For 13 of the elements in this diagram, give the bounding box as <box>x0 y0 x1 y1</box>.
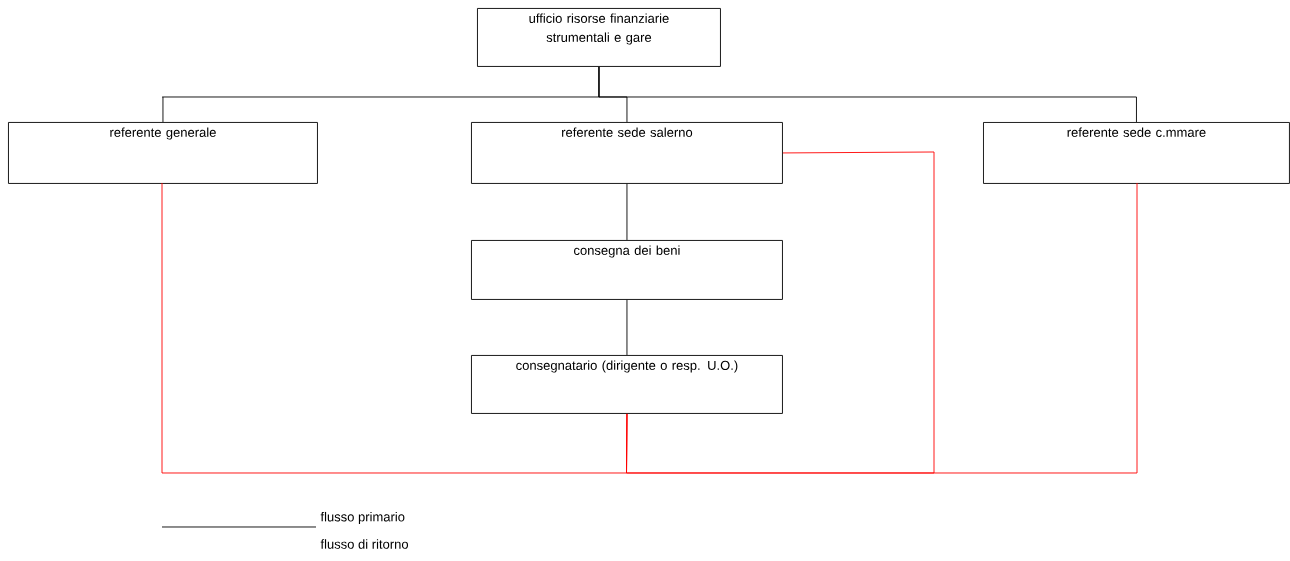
process-box: referente sede c.mmare <box>983 122 1290 184</box>
connector-line <box>161 182 628 474</box>
connector-line <box>626 182 1138 474</box>
connector-line <box>626 183 628 241</box>
connector-line <box>598 66 1137 123</box>
connector-line <box>626 299 628 356</box>
process-box: referente sede salerno <box>471 122 783 184</box>
legend-text: flusso primario <box>320 511 405 525</box>
process-box: consegnatario (dirigente o resp. U.O.) <box>471 355 783 414</box>
process-box: consegna dei beni <box>471 240 783 300</box>
process-box: referente generale <box>8 122 318 184</box>
process-box: ufficio risorse finanziarie strumentali e gare <box>477 8 721 67</box>
legend-text: flusso di ritorno <box>320 539 409 549</box>
